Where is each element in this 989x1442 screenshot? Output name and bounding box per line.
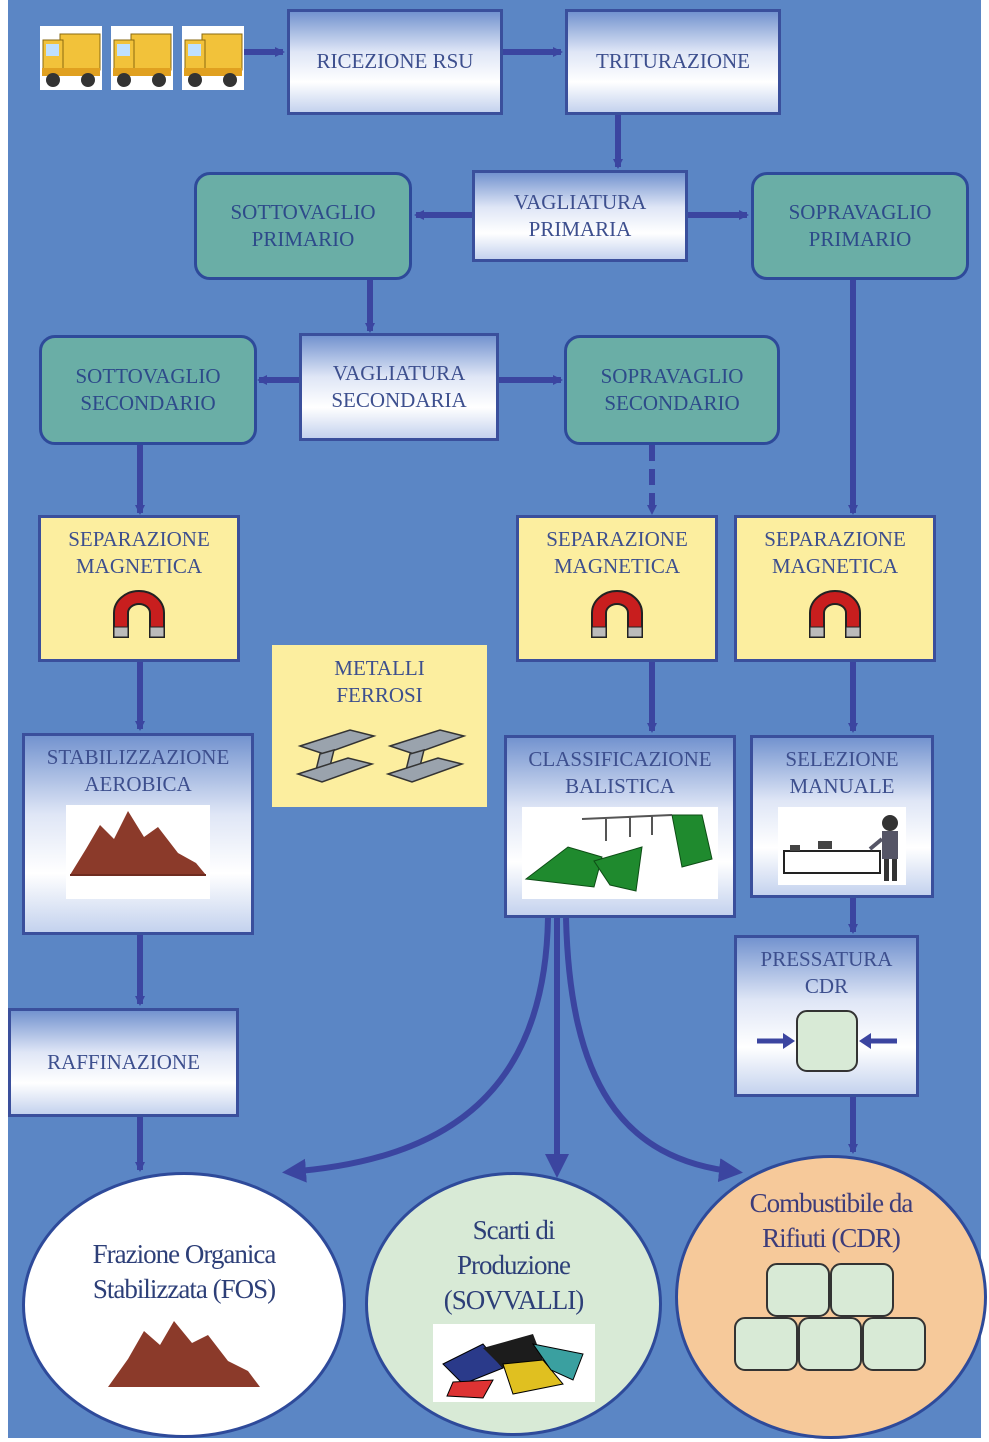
separazione-left-line1: SEPARAZIONE [68, 527, 210, 551]
sottovaglio-secondario-line1: SOTTOVAGLIO [75, 363, 221, 388]
scarti-line1: Scarti di [472, 1215, 556, 1245]
truck-icon [182, 26, 244, 90]
ballistic-separator-icon [522, 806, 718, 899]
separazione-right-line2: MAGNETICA [772, 554, 898, 579]
vagliatura-secondaria-line1: VAGLIATURA [332, 360, 466, 385]
triturazione-label: TRITURAZIONE [596, 49, 750, 74]
vagliatura-primaria-line2: PRIMARIA [528, 217, 632, 241]
steel-beam-icon [295, 728, 467, 783]
box-pressatura-cdr: PRESSATURA CDR [734, 935, 919, 1097]
stabilizzazione-line2: AEROBICA [84, 772, 192, 797]
box-selezione-manuale: SELEZIONE MANUALE [750, 735, 934, 898]
separazione-mid-line1: SEPARAZIONE [546, 527, 688, 551]
magnet-icon [591, 589, 643, 638]
truck-icon [40, 26, 102, 90]
box-ricezione-rsu: RICEZIONE RSU [287, 9, 503, 115]
pressatura-line2: CDR [804, 974, 849, 999]
sopravaglio-secondario-line2: SECONDARIO [604, 391, 740, 415]
separazione-left-line2: MAGNETICA [76, 554, 202, 579]
box-stabilizzazione-aerobica: STABILIZZAZIONE AEROBICA [22, 733, 254, 935]
box-triturazione: TRITURAZIONE [565, 9, 781, 115]
box-sottovaglio-secondario: SOTTOVAGLIO SECONDARIO [39, 335, 257, 445]
classificazione-line2: BALISTICA [565, 774, 675, 799]
box-sopravaglio-primario: SOPRAVAGLIO PRIMARIO [751, 172, 969, 280]
classificazione-line1: CLASSIFICAZIONE [528, 747, 712, 771]
scarti-line3: (SOVVALLI) [443, 1285, 584, 1316]
truck-group [40, 26, 244, 90]
sottovaglio-primario-line1: SOTTOVAGLIO [230, 199, 376, 224]
vagliatura-secondaria-line2: SECONDARIA [331, 388, 467, 412]
scrap-pile-icon [432, 1324, 595, 1403]
sopravaglio-primario-line2: PRIMARIO [808, 227, 912, 251]
compost-heap-icon [66, 804, 210, 899]
sopravaglio-primario-line1: SOPRAVAGLIO [788, 199, 932, 224]
cdr-line2: Rifiuti (CDR) [762, 1223, 901, 1254]
sottovaglio-secondario-line2: SECONDARIO [80, 391, 216, 415]
selezione-line1: SELEZIONE [785, 747, 899, 771]
selezione-line2: MANUALE [789, 774, 895, 799]
fos-line2: Stabilizzata (FOS) [92, 1274, 276, 1305]
ricezione-label: RICEZIONE RSU [316, 49, 474, 74]
output-fos: Frazione Organica Stabilizzata (FOS) [22, 1172, 346, 1438]
sorting-worker-icon [778, 806, 906, 885]
bale-icon [734, 1263, 926, 1372]
output-cdr: Combustibile da Rifiuti (CDR) [675, 1155, 987, 1439]
vagliatura-primaria-line1: VAGLIATURA [513, 189, 647, 214]
pressatura-line1: PRESSATURA [760, 947, 893, 971]
box-sottovaglio-primario: SOTTOVAGLIO PRIMARIO [194, 172, 412, 280]
metalli-line2: FERROSI [336, 683, 423, 708]
cdr-line1: Combustibile da [749, 1188, 914, 1218]
scarti-line2: Produzione [457, 1250, 571, 1281]
magnet-icon [809, 589, 861, 638]
stabilizzazione-line1: STABILIZZAZIONE [46, 745, 230, 769]
sopravaglio-secondario-line1: SOPRAVAGLIO [600, 363, 744, 388]
compost-heap-icon [108, 1321, 260, 1388]
bale-press-icon [756, 1009, 897, 1072]
box-separazione-magnetica-right: SEPARAZIONE MAGNETICA [734, 515, 936, 662]
box-vagliatura-secondaria: VAGLIATURA SECONDARIA [299, 333, 499, 441]
fos-line1: Frazione Organica [92, 1239, 277, 1269]
box-sopravaglio-secondario: SOPRAVAGLIO SECONDARIO [564, 335, 780, 445]
sottovaglio-primario-line2: PRIMARIO [251, 227, 355, 251]
box-raffinazione: RAFFINAZIONE [8, 1008, 239, 1117]
box-metalli-ferrosi: METALLI FERROSI [272, 645, 487, 807]
box-classificazione-balistica: CLASSIFICAZIONE BALISTICA [504, 735, 736, 918]
metalli-line1: METALLI [334, 656, 425, 680]
raffinazione-label: RAFFINAZIONE [47, 1049, 200, 1074]
separazione-mid-line2: MAGNETICA [554, 554, 680, 579]
separazione-right-line1: SEPARAZIONE [764, 527, 906, 551]
box-separazione-magnetica-middle: SEPARAZIONE MAGNETICA [516, 515, 718, 662]
box-separazione-magnetica-left: SEPARAZIONE MAGNETICA [38, 515, 240, 662]
arrow-classificazione-cdr [563, 917, 743, 1183]
arrow-classificazione-fos [282, 917, 551, 1183]
truck-icon [111, 26, 173, 90]
magnet-icon [113, 589, 165, 638]
box-vagliatura-primaria: VAGLIATURA PRIMARIA [472, 170, 688, 262]
output-scarti: Scarti di Produzione (SOVVALLI) [365, 1172, 662, 1436]
